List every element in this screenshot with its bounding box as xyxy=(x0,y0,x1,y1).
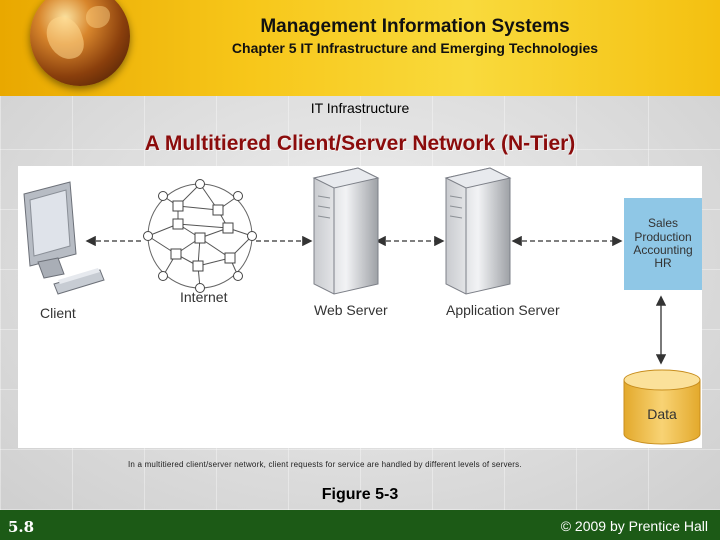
data-label: Data xyxy=(647,406,677,422)
client-label: Client xyxy=(40,305,76,321)
database-icon xyxy=(623,369,701,445)
web-server-icon xyxy=(312,167,380,295)
service-accounting: Accounting xyxy=(633,243,692,257)
book-title: Management Information Systems xyxy=(260,16,570,37)
globe-logo xyxy=(30,0,130,86)
web-server-label: Web Server xyxy=(314,302,388,318)
slide-title: A Multitiered Client/Server Network (N-T… xyxy=(144,132,576,155)
service-hr: HR xyxy=(654,256,672,270)
page-number: 5.8 xyxy=(8,518,35,536)
network-diagram: Client Internet xyxy=(18,166,702,448)
slide-header: Management Information Systems Chapter 5… xyxy=(0,0,720,96)
connection-arrows xyxy=(85,235,667,365)
figure-caption: In a multitiered client/server network, … xyxy=(128,460,522,469)
figure-label: Figure 5-3 xyxy=(321,486,399,503)
section-label: IT Infrastructure xyxy=(310,100,410,116)
internet-label: Internet xyxy=(180,289,228,305)
service-production: Production xyxy=(634,230,691,244)
services-box: Sales Production Accounting HR xyxy=(624,198,702,290)
internet-cloud-icon xyxy=(143,179,257,293)
application-server-icon xyxy=(444,167,512,295)
copyright-text: © 2009 by Prentice Hall xyxy=(560,518,708,534)
client-computer-icon xyxy=(23,181,105,295)
slide-footer: 5.8 © 2009 by Prentice Hall xyxy=(0,510,720,540)
service-sales: Sales xyxy=(648,216,678,230)
chapter-title: Chapter 5 IT Infrastructure and Emerging… xyxy=(231,40,599,56)
application-server-label: Application Server xyxy=(446,302,560,318)
